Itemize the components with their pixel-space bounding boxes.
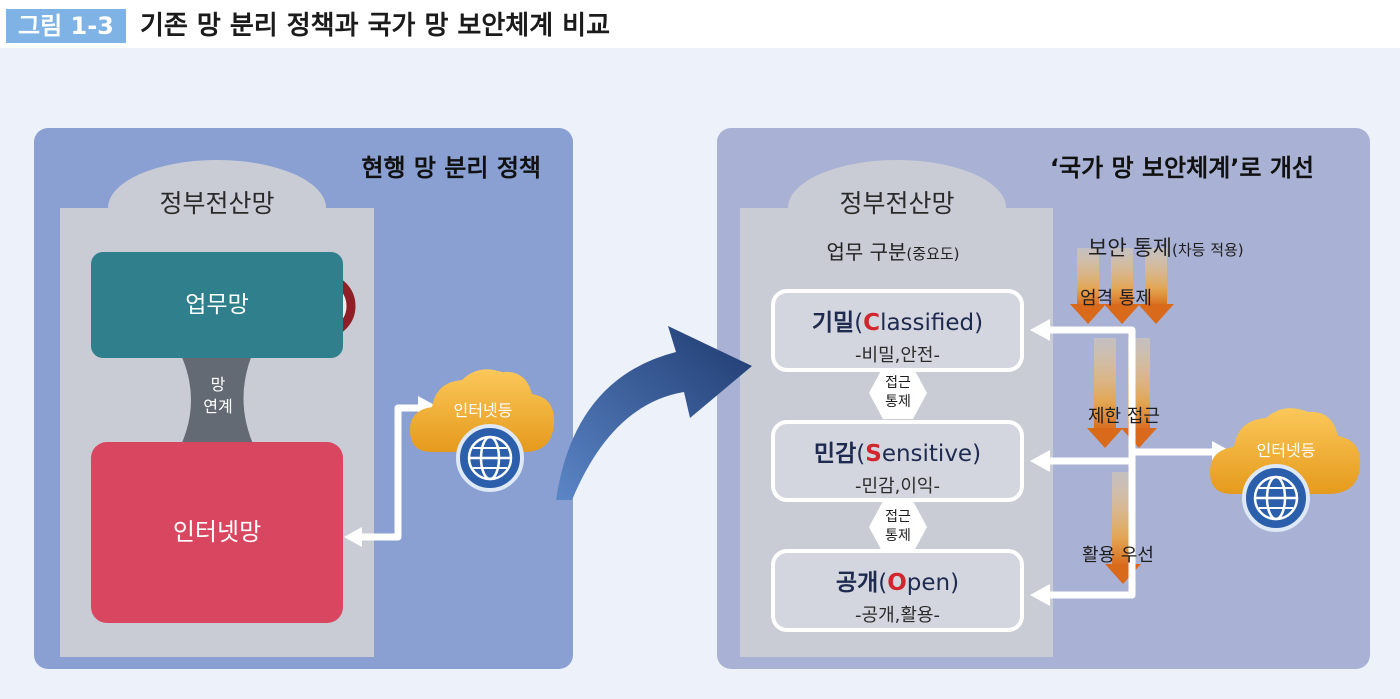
utilization-first-label: 활용 우선 (1082, 545, 1154, 566)
internet-network-box: 인터넷망 (91, 442, 343, 623)
cloud-icon (410, 369, 555, 452)
tier-open: 공개(Open) -공개,활용- (771, 549, 1024, 632)
right-gov-network-label: 정부전산망 (839, 189, 955, 218)
security-control-label: 보안 통제 (1088, 236, 1172, 260)
network-link-connector (172, 338, 262, 462)
restricted-access-label: 제한 접근 (1088, 406, 1160, 427)
internet-connection-arrow (362, 404, 418, 541)
figure-tag: 그림 1-3 (6, 9, 126, 43)
figure-header: 그림 1-3 기존 망 분리 정책과 국가 망 보안체계 비교 (0, 0, 1400, 48)
improved-framework-title: ‘국가 망 보안체계’로 개선 (1049, 154, 1314, 182)
tier-open-sub: -공개,활용- (855, 605, 940, 626)
access-control-label-top: 접근 통제 (885, 375, 911, 410)
work-network-box: 업무망 (91, 252, 343, 358)
tier-classified-sub: -비밀,안전- (855, 345, 940, 366)
right-gov-network-tab (788, 160, 1006, 256)
globe-icon (1242, 464, 1310, 532)
access-flow-arrows (1050, 326, 1212, 599)
tier-classified: 기밀(Classified) -비밀,안전- (771, 289, 1024, 372)
tier-sensitive: 민감(Sensitive) -민감,이익- (771, 420, 1024, 502)
classification-label: 업무 구분 (826, 240, 907, 264)
access-control-hexagon-bottom (869, 501, 927, 553)
left-cloud-label: 인터넷등 (453, 401, 513, 420)
tier-sensitive-sub: -민감,이익- (855, 476, 940, 497)
network-link-label-line1: 망 (210, 375, 226, 394)
tier-open-name: 공개(Open) (835, 570, 960, 596)
left-gov-network-label: 정부전산망 (159, 189, 275, 218)
security-control-heading: 보안 통제(차등 적용) (1088, 232, 1244, 262)
access-control-label-bottom: 접근 통제 (885, 509, 911, 544)
network-link-label: 망 연계 (193, 374, 243, 418)
tier-classified-name: 기밀(Classified) (811, 310, 984, 336)
tier-sensitive-name: 민감(Sensitive) (813, 441, 982, 467)
right-cloud-label: 인터넷등 (1256, 441, 1316, 460)
access-control-hexagon-top (869, 367, 927, 419)
globe-icon (456, 424, 524, 492)
left-gov-network-tab (108, 160, 326, 256)
current-policy-title: 현행 망 분리 정책 (361, 154, 541, 182)
security-control-note: (차등 적용) (1171, 241, 1244, 259)
classification-note: (중요도) (906, 245, 960, 263)
network-link-label-line2: 연계 (203, 397, 233, 416)
figure-title: 기존 망 분리 정책과 국가 망 보안체계 비교 (140, 11, 611, 41)
transition-curved-arrow (556, 326, 752, 500)
strict-control-label: 엄격 통제 (1080, 288, 1152, 309)
classification-heading: 업무 구분(중요도) (808, 236, 978, 265)
cloud-icon (1210, 408, 1361, 494)
